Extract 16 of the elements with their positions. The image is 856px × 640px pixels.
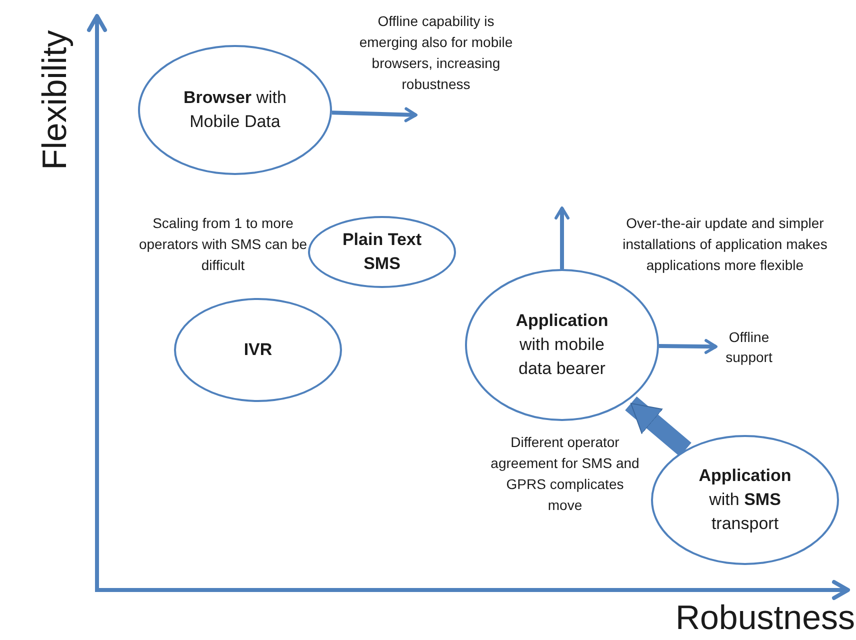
arrow: [658, 339, 718, 354]
node-label: Application with mobile data bearer: [514, 310, 610, 380]
annotation-text: Offline capability is emerging also for mobile browsers, increasing robustness: [358, 12, 514, 94]
axis-title: Flexibility: [35, 29, 75, 172]
annotation-text: Offline support: [724, 328, 774, 367]
axis-title: Robustness: [674, 598, 855, 638]
annotation-text: Scaling from 1 to more operators with SMS can be difficult: [138, 214, 308, 275]
block-arrow: [625, 396, 692, 457]
annotation-text: Different operator agreement for SMS and GPRS complicates move: [490, 433, 640, 515]
node-label: Application with SMS transport: [698, 465, 792, 535]
arrow: [554, 206, 570, 269]
node-label: IVR: [242, 339, 274, 361]
node-label: Plain Text SMS: [341, 229, 423, 275]
arrow: [332, 107, 418, 122]
annotation-text: Over-the-air update and simpler installations of application makes applications more flexible: [622, 214, 828, 275]
node-label: Browser with Mobile Data: [182, 87, 288, 133]
